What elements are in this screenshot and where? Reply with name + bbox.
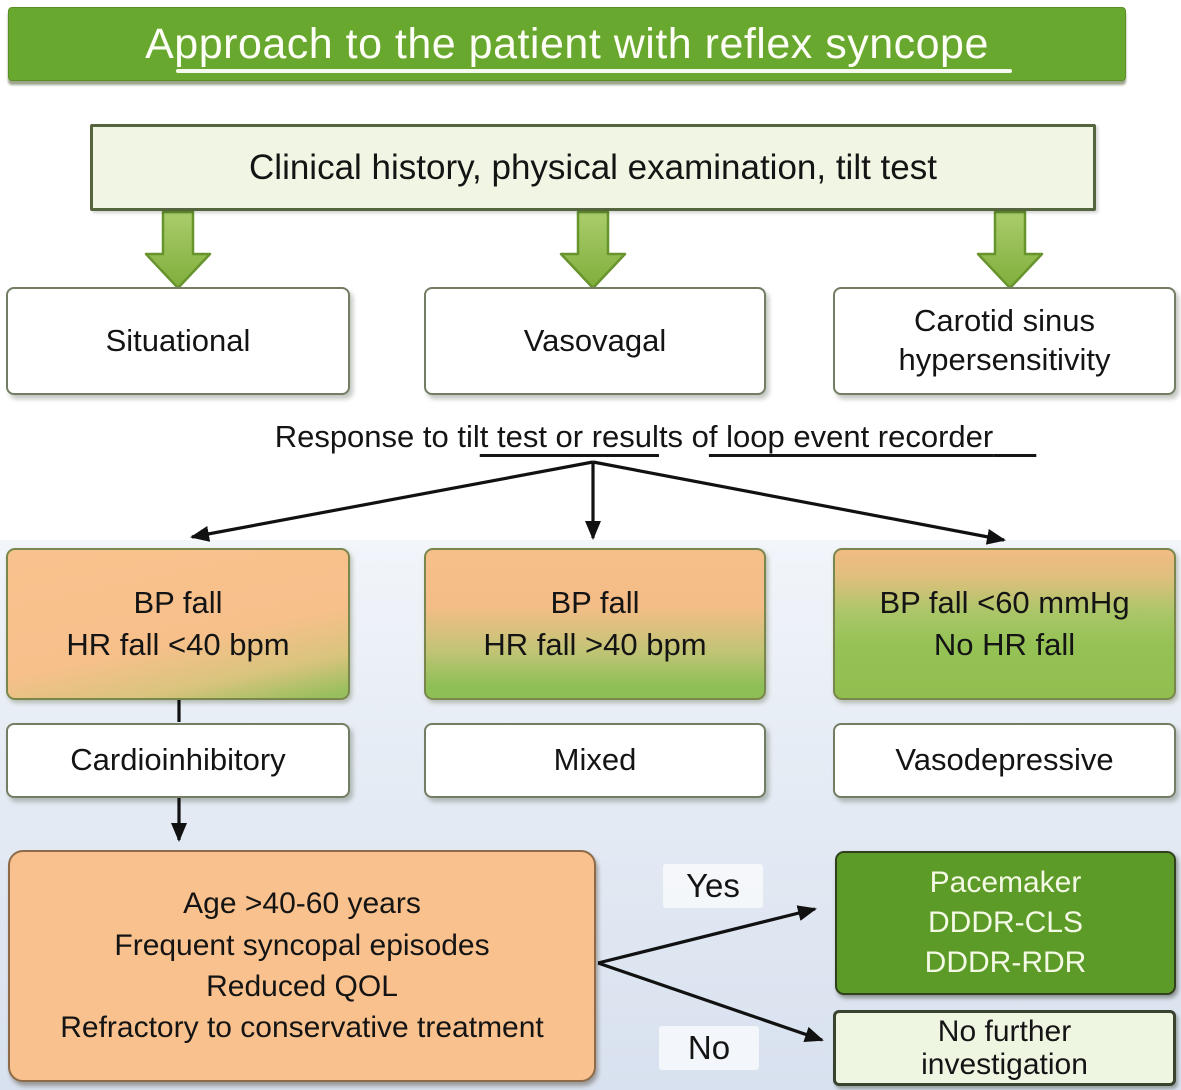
page-title-text: Approach to the patient with reflex sync…	[145, 19, 989, 68]
assessment-text: Clinical history, physical examination, …	[249, 147, 937, 187]
title-underline	[176, 69, 1012, 73]
fan-arrow-left	[190, 460, 594, 542]
criteria-line: Reduced QOL	[206, 970, 398, 1003]
fan-arrow-right	[592, 460, 1006, 545]
result-box-cardioinhibitory: BP fall HR fall <40 bpm	[6, 548, 350, 700]
outcome-line: DDDR-RDR	[924, 945, 1087, 979]
outcome-no-further-box: No further investigation	[833, 1010, 1176, 1086]
classification-mixed: Mixed	[424, 723, 766, 798]
classification-cardioinhibitory: Cardioinhibitory	[6, 723, 350, 798]
caption-segment-underlined: f loop event recorder	[708, 419, 994, 454]
syncope-type-carotid-sinus: Carotid sinus hypersensitivity	[833, 287, 1176, 395]
outcome-line: Pacemaker	[929, 866, 1082, 900]
box-label: Vasodepressive	[895, 742, 1114, 778]
assessment-box: Clinical history, physical examination, …	[90, 124, 1096, 211]
caption-segment-underlined: t test or resul	[479, 419, 659, 454]
box-label: Cardioinhibitory	[70, 742, 286, 778]
outcome-pacemaker-box: Pacemaker DDDR-CLS DDDR-RDR	[835, 851, 1176, 995]
result-line: BP fall	[550, 585, 640, 621]
criteria-line: Refractory to conservative treatment	[60, 1011, 544, 1045]
outcome-line: investigation	[921, 1048, 1088, 1081]
response-caption: Response to tilt test or results of loop…	[65, 419, 1181, 457]
syncope-type-vasovagal: Vasovagal	[424, 287, 766, 395]
criteria-line: Frequent syncopal episodes	[114, 928, 490, 962]
result-line: HR fall >40 bpm	[483, 627, 707, 662]
result-box-mixed: BP fall HR fall >40 bpm	[424, 548, 766, 700]
box-label: Mixed	[553, 742, 637, 778]
caption-segment: Response to til	[274, 419, 480, 454]
page-title: Approach to the patient with reflex sync…	[8, 7, 1126, 81]
result-line: BP fall	[133, 585, 223, 621]
criteria-box: Age >40-60 years Frequent syncopal episo…	[8, 850, 596, 1082]
outcome-line: DDDR-CLS	[927, 906, 1083, 940]
box-label: Situational	[105, 322, 251, 358]
syncope-type-situational: Situational	[6, 287, 350, 395]
no-label: No	[659, 1026, 759, 1070]
result-line: No HR fall	[933, 627, 1076, 662]
result-line: HR fall <40 bpm	[66, 627, 290, 662]
criteria-line: Age >40-60 years	[183, 887, 421, 921]
result-box-vasodepressive: BP fall <60 mmHg No HR fall	[833, 548, 1176, 700]
down-arrow-icon	[559, 210, 627, 290]
caption-underline-tail	[993, 419, 1036, 454]
box-label: Carotid sinus hypersensitivity	[898, 303, 1111, 377]
box-label: Vasovagal	[523, 322, 667, 358]
down-arrow-icon	[976, 210, 1044, 290]
yes-label: Yes	[663, 864, 763, 908]
down-arrow-icon	[144, 210, 212, 290]
caption-segment: ts o	[658, 419, 709, 454]
classification-vasodepressive: Vasodepressive	[833, 723, 1176, 798]
outcome-line: No further	[937, 1015, 1072, 1048]
result-line: BP fall <60 mmHg	[879, 585, 1130, 621]
